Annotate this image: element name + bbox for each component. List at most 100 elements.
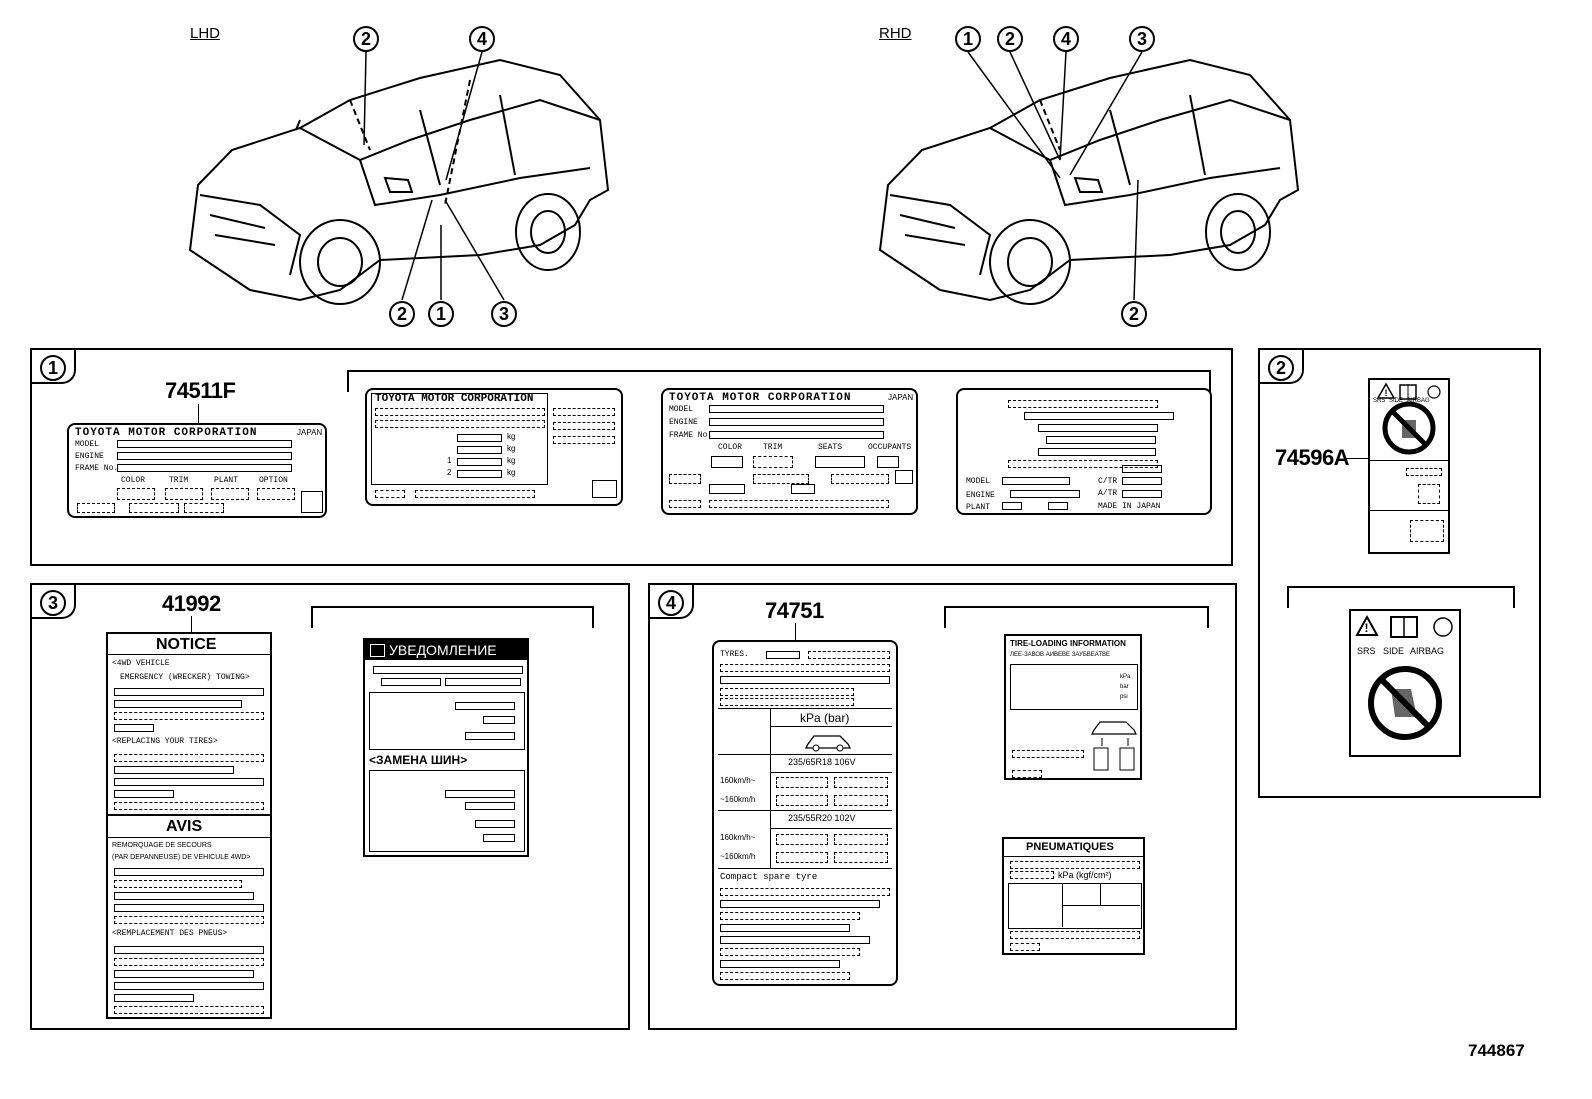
vin-plate-label-b: TOYOTA MOTOR CORPORATION JAPAN MODEL ENG… — [661, 388, 918, 515]
panel-1-callout: 1 — [40, 355, 66, 381]
tire-speed-lo-2: ~160km/h — [720, 852, 756, 861]
srs-warning-icon: ! — [1376, 382, 1441, 455]
plate-plant: PLANT — [966, 503, 991, 512]
vin-plate-b-maker: TOYOTA MOTOR CORPORATION — [669, 392, 852, 404]
plate-made-in: MADE IN JAPAN — [1098, 502, 1161, 511]
notice-section-tires: <REPLACING YOUR TIRES> — [112, 737, 218, 746]
srs-airbag-label-wide: ! — [1349, 609, 1461, 757]
vehicle-illustrations — [188, 51, 1300, 305]
col-b-occupants: OCCUPANTS — [868, 443, 912, 452]
tire-info-subtitle: ЛЕЕ-ЗАВОВ АИВЕВЕ ЗАУБВЕАТВЕ — [1010, 652, 1111, 658]
callout-4-rhd: 4 — [1053, 26, 1079, 52]
pneu-title: PNEUMATIQUES — [1026, 841, 1114, 853]
vin-plate-label: TOYOTA MOTOR CORPORATION JAPAN MODEL ENG… — [67, 423, 327, 518]
tire-info-psi: psi — [1120, 694, 1128, 700]
lhd-leader-lines — [363, 51, 505, 301]
callout-4-lhd: 4 — [469, 26, 495, 52]
unit-kg-1: kg — [507, 432, 516, 441]
panel-3: 3 — [30, 583, 630, 1030]
field-b-frame: FRAME No. — [669, 431, 713, 440]
axle-2: 2 — [447, 468, 452, 477]
callout-3-rhd: 3 — [1129, 26, 1155, 52]
tire-speed-lo-1: ~160km/h — [720, 795, 756, 804]
panel-3-callout: 3 — [40, 590, 66, 616]
vin-plate-b-country: JAPAN — [888, 393, 914, 402]
plate-engine: ENGINE — [966, 491, 995, 500]
tire-compact-spare: Compact spare tyre — [720, 872, 818, 882]
srs-airbag-label: ! — [1368, 378, 1450, 554]
diagram-code: 744867 — [1468, 1041, 1525, 1060]
callout-3-lhd: 3 — [491, 301, 517, 327]
unit-kg-2: kg — [507, 444, 516, 453]
notice-title: NOTICE — [156, 636, 217, 653]
weight-label: TOYOTA MOTOR CORPORATION kg kg 1 kg 2 kg — [365, 388, 623, 506]
tire-info-title: TIRE-LOADING INFORMATION — [1010, 639, 1126, 648]
unit-kg-3: kg — [507, 456, 516, 465]
tire-size-2: 235/55R20 102V — [788, 813, 856, 823]
side-text-small: SIDE — [1389, 398, 1404, 404]
panel-4-callout: 4 — [658, 590, 684, 616]
srs-warning-icon-wide: ! — [1355, 614, 1453, 740]
variants-bracket-4 — [944, 606, 1209, 628]
weight-label-maker: TOYOTA MOTOR CORPORATION — [375, 393, 534, 405]
notice-line2: EMERGENCY (WRECKER) TOWING> — [120, 673, 250, 682]
field-frame: FRAME No. — [75, 464, 119, 473]
lhd-suv-drawing — [188, 58, 610, 305]
col-plant: PLANT — [214, 476, 239, 485]
col-color: COLOR — [121, 476, 146, 485]
plate-ctr: C/TR — [1098, 477, 1118, 486]
variants-bracket-3 — [311, 606, 594, 628]
notice-ru-section-tires: <ЗАМЕНА ШИН> — [369, 753, 468, 767]
part-number-41992: 41992 — [162, 591, 221, 616]
notice-ru-title: УВЕДОМЛЕНИЕ — [389, 642, 497, 658]
col-option: OPTION — [259, 476, 288, 485]
callout-1-lhd: 1 — [428, 301, 454, 327]
field-b-engine: ENGINE — [669, 418, 698, 427]
axle-1: 1 — [447, 456, 452, 465]
notice-line1: <4WD VEHICLE — [112, 659, 170, 668]
pneu-unit: kPa (kgf/cm²) — [1058, 870, 1112, 880]
notice-section-tires-fr: <REMPLACEMENT DES PNEUS> — [112, 929, 228, 938]
callout-1-rhd: 1 — [955, 26, 981, 52]
panel-2: 2 — [1258, 348, 1541, 798]
col-trim: TRIM — [169, 476, 189, 485]
airbag-text-small: AIRBAG — [1407, 398, 1430, 404]
vin-plate-country: JAPAN — [297, 428, 323, 437]
tire-diagram-icon — [1091, 721, 1137, 771]
towing-notice-label-ru: УВЕДОМЛЕНИЕ <ЗАМЕНА ШИН> — [363, 638, 529, 857]
srs-text-wide: SRS — [1357, 646, 1376, 656]
pneumatiques-label: PNEUMATIQUES kPa (kgf/cm²) — [1002, 837, 1145, 955]
tire-unit: kPa (bar) — [800, 711, 850, 725]
rhd-suv-drawing — [878, 58, 1300, 305]
plate-model: MODEL — [966, 477, 991, 486]
plate-atr: A/TR — [1098, 489, 1118, 498]
tire-loading-info-label: TIRE-LOADING INFORMATION ЛЕЕ-ЗАВОВ АИВЕВ… — [1004, 634, 1142, 780]
field-b-model: MODEL — [669, 405, 694, 414]
callout-2-lhd-lower: 2 — [389, 301, 415, 327]
car-side-icon — [804, 735, 852, 752]
rhd-heading: RHD — [879, 25, 912, 42]
tire-pressure-label: TYRES. kPa (bar) 235/65R18 106V 160km/h~… — [712, 640, 898, 986]
panel-4: 4 — [648, 583, 1237, 1030]
notice-fr-line2: (PAR DEPANNEUSE) DE VEHICULE 4WD> — [112, 854, 251, 861]
airbag-text-wide: AIRBAG — [1410, 646, 1445, 656]
lhd-heading: LHD — [190, 25, 221, 42]
side-text-wide: SIDE — [1383, 646, 1405, 656]
tire-info-bar: bar — [1120, 684, 1129, 690]
col-b-color: COLOR — [718, 443, 743, 452]
towing-notice-label: NOTICE <4WD VEHICLE EMERGENCY (WRECKER) … — [106, 632, 272, 1019]
col-b-seats: SEATS — [818, 443, 843, 452]
notice-fr-line1: REMORQUAGE DE SECOURS — [112, 842, 212, 849]
variants-bracket-1 — [347, 370, 1211, 392]
panel-1: 1 — [30, 348, 1233, 566]
vin-plate-maker: TOYOTA MOTOR CORPORATION — [75, 427, 258, 439]
data-plate-label: MODEL ENGINE PLANT C/TR A/TR MADE IN JAP… — [956, 388, 1212, 515]
part-number-74596a: 74596A — [1275, 445, 1350, 470]
callout-2-rhd: 2 — [997, 26, 1023, 52]
callout-2-rhd-lower: 2 — [1121, 301, 1147, 327]
notice-title-fr: AVIS — [166, 818, 203, 835]
tire-speed-hi-2: 160km/h~ — [720, 833, 756, 842]
tire-info-kpa: kPa — [1120, 674, 1131, 680]
variants-bracket-2 — [1287, 586, 1515, 608]
part-number-74751: 74751 — [765, 598, 824, 623]
